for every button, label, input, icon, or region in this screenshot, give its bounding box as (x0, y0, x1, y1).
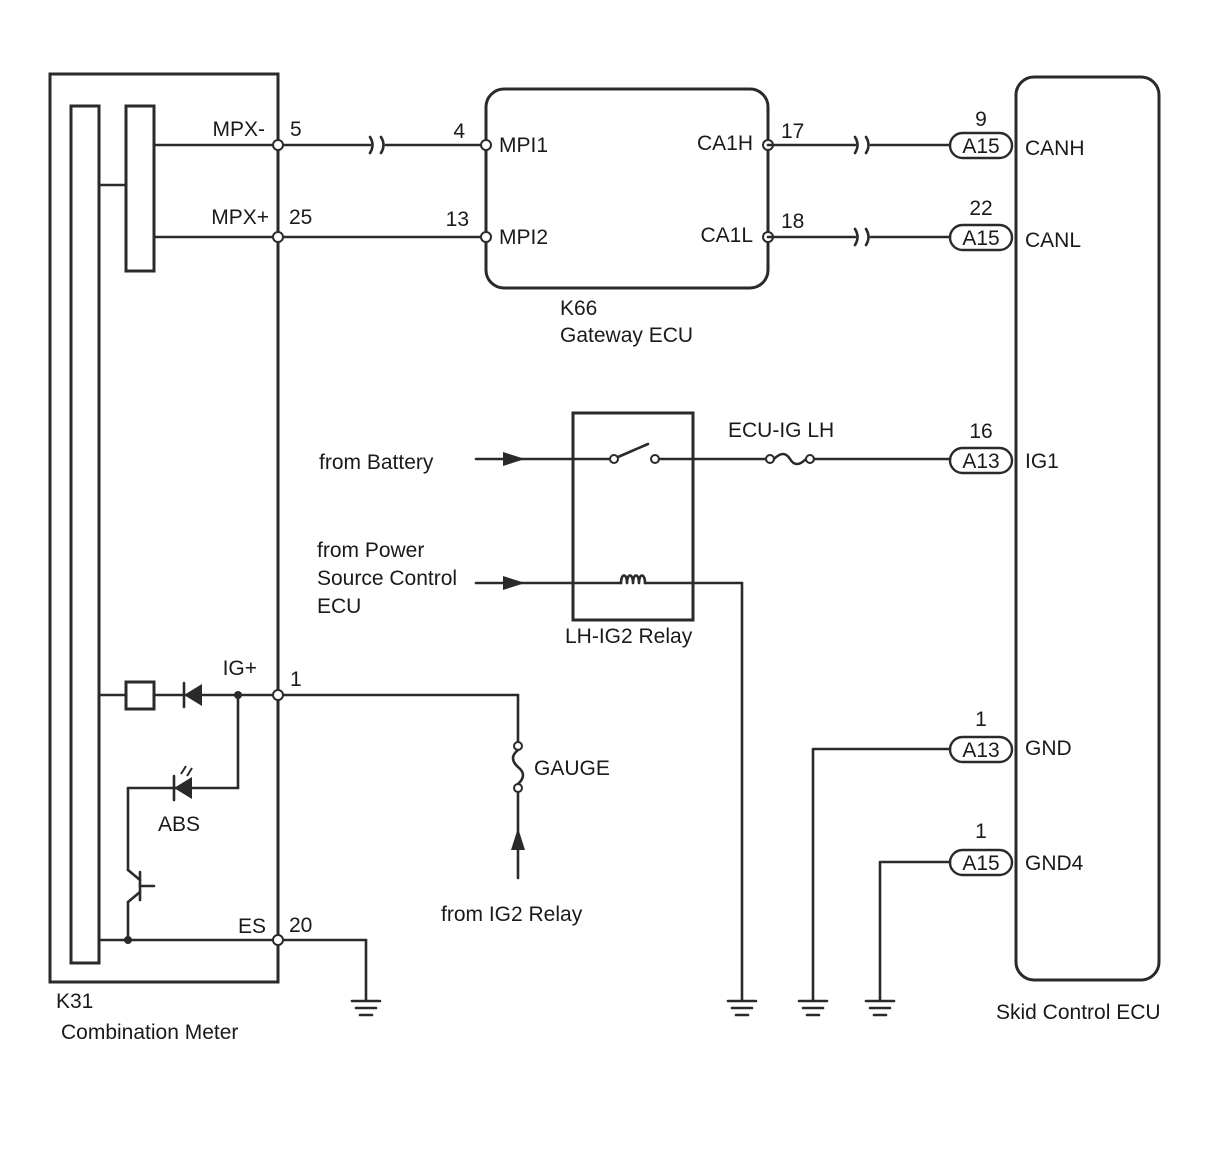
mpx-minus-label: MPX- (213, 118, 266, 141)
connector-a15-canh (948, 131, 1014, 160)
pin-mpi1 (480, 139, 492, 151)
pin-9-number: 9 (975, 108, 987, 131)
ca1l-label: CA1L (700, 224, 753, 247)
gnd-label: GND (1025, 737, 1072, 760)
connector-a15-gnd4-label: A15 (962, 852, 999, 875)
gateway-ecu-outline (484, 87, 770, 290)
meter-mpx-interface (124, 104, 156, 273)
relay-switch-icon (609, 442, 660, 464)
pin-18-number: 18 (781, 210, 804, 233)
skid-ecu-name: Skid Control ECU (996, 1001, 1161, 1024)
connector-a13-ig1 (948, 446, 1014, 475)
mpi1-label: MPI1 (499, 134, 548, 157)
pin-22-number: 22 (969, 197, 992, 220)
lh-ig2-relay: LH-IG2 Relay from Battery ECU-IG LH from… (317, 411, 952, 1002)
pin-16-number: 16 (969, 420, 992, 443)
fuse-ecu-ig-lh-icon (765, 452, 815, 466)
mpx-wiring: 5 25 4 13 (272, 118, 488, 243)
arrow-right-icon (503, 452, 525, 466)
pin-es (272, 934, 284, 946)
abs-label: ABS (158, 813, 200, 836)
pin-1-gnd4-number: 1 (975, 820, 987, 843)
arrow-up-icon (511, 828, 525, 850)
skid-grounds (811, 747, 952, 1002)
arrow-right-icon (503, 576, 525, 590)
ground-icon (350, 999, 382, 1017)
from-battery-label: from Battery (319, 451, 434, 474)
relay-name: LH-IG2 Relay (565, 625, 693, 648)
gateway-id: K66 (560, 297, 597, 320)
connector-a15-canl-label: A15 (962, 227, 999, 250)
pin-mpi2 (480, 231, 492, 243)
combination-meter: ABS K31 Combination Meter MPX- MPX+ IG+ … (48, 72, 280, 1044)
pin-ig-plus (272, 689, 284, 701)
wire-break-icon (368, 135, 385, 155)
mpx-plus-label: MPX+ (211, 206, 269, 229)
meter-internal-bus (69, 104, 101, 965)
connector-a13-ig1-label: A13 (962, 450, 999, 473)
pin-1-number: 1 (290, 668, 302, 691)
ig-plus-label: IG+ (223, 657, 257, 680)
gnd4-label: GND4 (1025, 852, 1084, 875)
gateway-ecu: MPI1 MPI2 CA1H CA1L K66 Gateway ECU (480, 87, 774, 347)
relay-outline (571, 411, 695, 622)
ca1h-label: CA1H (697, 132, 753, 155)
ig1-label: IG1 (1025, 450, 1059, 473)
mpi2-label: MPI2 (499, 226, 548, 249)
pin-17-number: 17 (781, 120, 804, 143)
pin-20-number: 20 (289, 914, 312, 937)
meter-id: K31 (56, 990, 93, 1013)
diode-icon (182, 681, 202, 709)
pin-1-gnd-number: 1 (975, 708, 987, 731)
ground-icon (797, 999, 829, 1017)
ground-icon (864, 999, 896, 1017)
ground-icon (726, 999, 758, 1017)
canl-label: CANL (1025, 229, 1081, 252)
pin-13-number: 13 (446, 208, 469, 231)
pin-5-number: 5 (290, 118, 302, 141)
wire-break-icon (853, 227, 870, 247)
skid-control-ecu: Skid Control ECU A15 9 CANH A15 22 CANL … (948, 75, 1161, 1024)
fuse-gauge-icon (511, 741, 525, 793)
from-ig2-relay-label: from IG2 Relay (441, 903, 583, 926)
es-label: ES (238, 915, 266, 938)
connector-a13-gnd-label: A13 (962, 739, 999, 762)
pin-mpx-minus (272, 139, 284, 151)
fuse-gauge-label: GAUGE (534, 757, 610, 780)
transistor-icon (126, 868, 156, 904)
abs-led-icon (172, 765, 193, 802)
connector-a15-canl (948, 223, 1014, 252)
from-power-line3: ECU (317, 595, 361, 618)
relay-coil-icon (619, 574, 647, 585)
wire-break-icon (853, 135, 870, 155)
pin-4-number: 4 (453, 120, 465, 143)
es-ground: 20 (272, 914, 368, 1002)
skid-control-ecu-outline (1014, 75, 1161, 982)
gateway-name: Gateway ECU (560, 324, 693, 347)
gauge-feed: 1 GAUGE from IG2 Relay (272, 668, 610, 926)
fuse-ecu-ig-lh-label: ECU-IG LH (728, 419, 834, 442)
can-wiring: 17 18 (766, 120, 952, 247)
pin-mpx-plus (272, 231, 284, 243)
from-power-line2: Source Control (317, 567, 457, 590)
meter-ig-circuit-block (124, 680, 156, 711)
from-power-line1: from Power (317, 539, 424, 562)
connector-a15-canh-label: A15 (962, 135, 999, 158)
pin-25-number: 25 (289, 206, 312, 229)
meter-name: Combination Meter (61, 1021, 238, 1044)
canh-label: CANH (1025, 137, 1085, 160)
